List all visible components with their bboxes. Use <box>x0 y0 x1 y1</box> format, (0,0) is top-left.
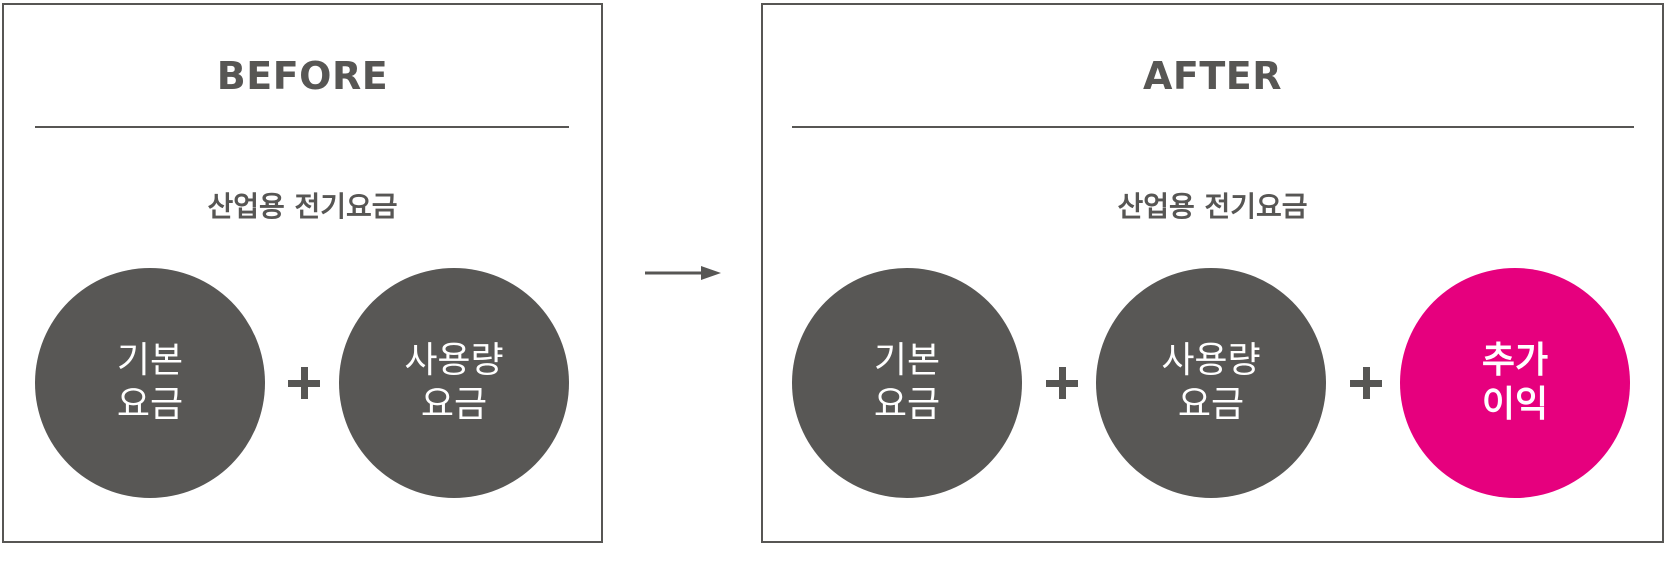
before-divider <box>35 126 569 128</box>
after-panel: AFTER 산업용 전기요금 기본 요금 사용량 요금 추가 이익 <box>761 3 1664 543</box>
circle-label-line2: 요금 <box>420 384 488 425</box>
after-title: AFTER <box>1142 54 1282 98</box>
circle-label-line2: 이익 <box>1481 384 1549 425</box>
before-subtitle: 산업용 전기요금 <box>207 190 398 223</box>
circle-label-line1: 사용량 <box>404 340 504 381</box>
plus-icon <box>286 365 322 401</box>
after-divider <box>792 126 1634 128</box>
circle-label-line1: 기본 <box>873 340 941 381</box>
before-circle-basic-fee: 기본 요금 <box>35 268 265 498</box>
after-circle-extra-profit: 추가 이익 <box>1400 268 1630 498</box>
plus-icon <box>1348 365 1384 401</box>
before-circle-usage-fee: 사용량 요금 <box>339 268 569 498</box>
circle-label-line2: 요금 <box>116 384 184 425</box>
plus-icon <box>1044 365 1080 401</box>
before-title: BEFORE <box>216 54 389 98</box>
arrow-right-icon <box>645 266 721 280</box>
circle-label-line2: 요금 <box>1177 384 1245 425</box>
before-panel: BEFORE 산업용 전기요금 기본 요금 사용량 요금 <box>2 3 603 543</box>
after-circle-usage-fee: 사용량 요금 <box>1096 268 1326 498</box>
circle-label-line2: 요금 <box>873 384 941 425</box>
after-circle-basic-fee: 기본 요금 <box>792 268 1022 498</box>
circle-label-line1: 사용량 <box>1161 340 1261 381</box>
circle-label-line1: 추가 <box>1481 340 1549 381</box>
circle-label-line1: 기본 <box>116 340 184 381</box>
after-subtitle: 산업용 전기요금 <box>1117 190 1308 223</box>
